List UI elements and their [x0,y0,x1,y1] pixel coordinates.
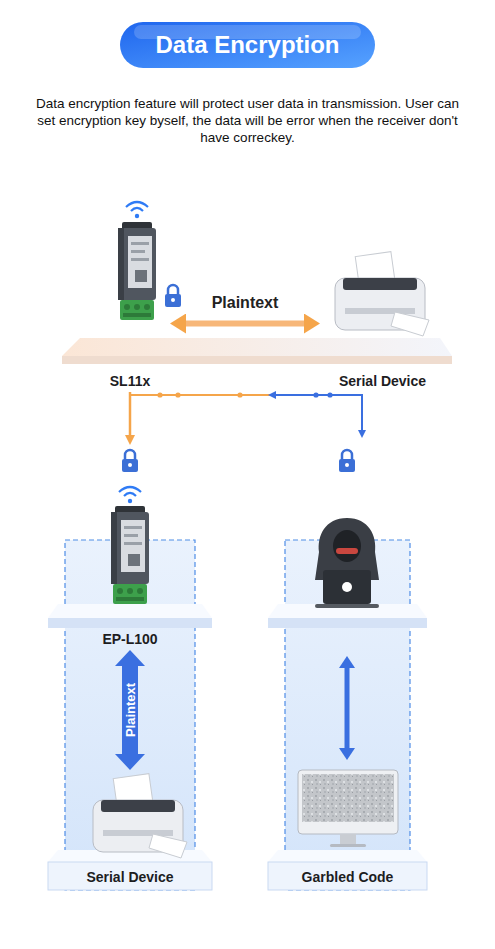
device-label [128,236,152,288]
monitor-screen [302,774,394,822]
garbled-screen: Garbled Code [285,770,410,888]
wire-dot [237,392,242,397]
label-line [131,258,149,261]
lock-shackle [125,450,135,459]
printer-top [101,800,175,812]
node-label: SL11x [110,373,150,392]
title-text: Data Encryption [120,22,375,68]
hacker-mask [336,548,358,554]
caption-text: Data encryption feature will protect use… [35,95,460,146]
pill-highlight [134,25,361,39]
printer-slot [103,830,173,836]
monitor-bezel [298,770,398,834]
node-label: Serial Device [339,373,426,392]
terminal-screw [124,304,130,310]
orange-wire [130,394,272,396]
platform-top [62,338,452,356]
lock-keyhole [128,463,132,467]
monitor-stand [340,834,356,844]
monitor-base [330,844,366,847]
serial-device: Serial Device [320,255,445,392]
label-line [131,250,145,253]
terminal-screw [134,304,140,310]
node-label: EP-L100 [102,631,157,650]
shelf-edge [48,618,212,628]
serial-device: Serial Device [60,770,200,888]
printer-top [343,278,417,290]
label-qr [128,554,140,566]
label-line [131,242,149,245]
intercept-arrow [345,668,350,748]
title-pill [120,22,375,68]
dashed-panel [285,540,410,890]
wire-dot [175,392,180,397]
lock-keyhole [345,463,349,467]
device-side [111,512,117,584]
blue-wire [272,395,362,430]
terminal-screw [144,304,150,310]
lock-shackle [342,450,352,459]
node-label: Serial Device [86,869,173,888]
lock-body [122,459,138,472]
laptop-logo [342,582,352,592]
lock-body [339,459,355,472]
dashed-panel [65,540,195,890]
wire-dot [313,392,318,397]
encrypted-link [129,392,132,435]
shelf-top [268,604,427,618]
shelf-top [48,604,212,618]
hacker-face [333,530,361,562]
edge-label: Plaintext [123,683,138,737]
terminal-screw [127,588,133,594]
wifi-dot [135,214,139,218]
laptop-lid [323,570,371,604]
lock-shackle [168,285,178,294]
terminal-screw [137,588,143,594]
device-body [118,228,156,300]
terminal-screw [117,588,123,594]
shelf-front [48,862,212,890]
device-label [121,520,145,572]
wifi-arc [119,487,141,492]
printer-output [391,312,429,336]
lock-body [165,294,181,307]
plaintext-link [186,321,304,327]
device-body [111,512,149,584]
shelf-edge [268,618,427,628]
lock-keyhole [171,298,175,302]
laptop-base [315,604,379,608]
wire-arrow [268,391,276,399]
terminal-block [120,300,154,320]
printer-slot [345,308,415,314]
shelf-top [268,850,427,862]
device-side [118,228,124,300]
gateway-device: SL11x [90,200,170,392]
terminal-block [113,584,147,604]
printer-output [149,834,187,858]
terminal-slot [123,313,151,317]
receiver-device: EP-L100 [90,445,170,650]
terminal-slot [116,597,144,601]
wifi-arc [124,493,136,496]
label-qr [135,270,147,282]
wifi-arc [131,208,143,211]
label-line [124,542,142,545]
wifi-arc [126,202,148,207]
platform-edge [62,356,452,364]
shelf-front [268,862,427,890]
node-label: Garbled Code [302,869,394,888]
wifi-dot [128,499,132,503]
edge-label: Plaintext [212,294,279,312]
wire-dot [157,392,162,397]
wire-dot [327,392,332,397]
label-line [124,534,138,537]
plaintext-link [122,666,138,754]
label-line [124,526,142,529]
